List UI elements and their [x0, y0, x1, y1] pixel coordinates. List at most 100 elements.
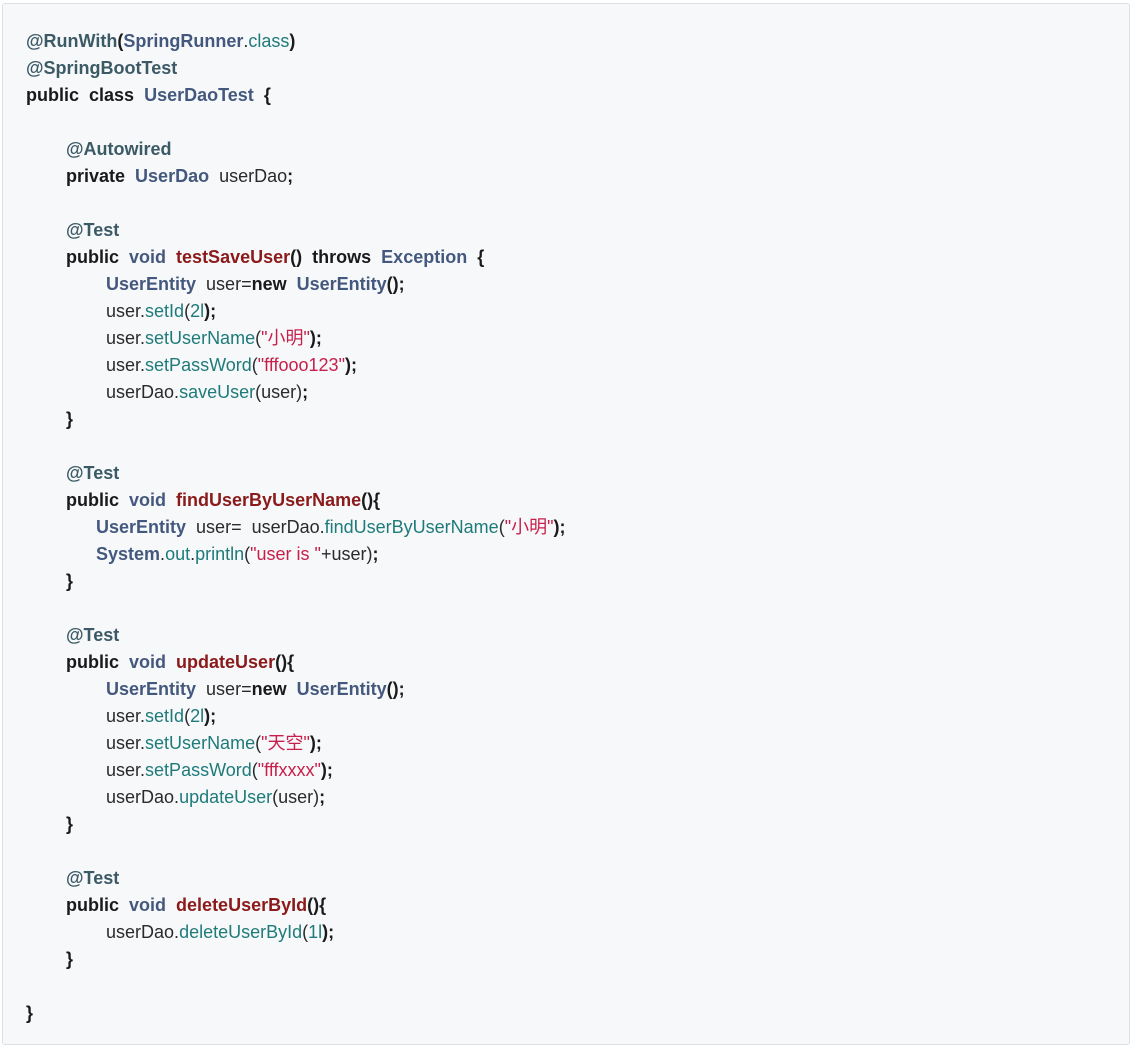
identifier: userDao: [106, 382, 175, 402]
method-call: setPassWord: [145, 355, 252, 375]
identifier: user: [106, 733, 141, 753]
code-line: System.out.println("user is "+user);: [96, 544, 379, 564]
code-line: @RunWith(SpringRunner.class): [26, 31, 296, 51]
method-call: setUserName: [145, 328, 256, 348]
method-call: println: [195, 544, 245, 564]
method-name: findUserByUserName: [176, 490, 362, 510]
identifier: userDao: [106, 787, 175, 807]
code-line: }: [66, 409, 74, 429]
keyword: public: [26, 85, 79, 105]
keyword: class: [89, 85, 135, 105]
code-line: [26, 433, 565, 460]
keyword: new: [251, 274, 287, 294]
identifier: userDao: [219, 166, 288, 186]
annotation: @Test: [66, 868, 120, 888]
code-line: @SpringBootTest: [26, 55, 565, 82]
keyword: public: [66, 490, 119, 510]
code-line: public void testSaveUser() throws Except…: [66, 247, 485, 267]
code-line: @Autowired: [26, 136, 565, 163]
string-literal: "fffxxxx": [257, 760, 321, 780]
code-line: public void findUserByUserName(){: [66, 490, 381, 510]
code-line: public void updateUser(){: [66, 652, 295, 672]
code-line: [26, 109, 565, 136]
annotation: @Autowired: [66, 139, 172, 159]
code-line: }: [66, 814, 74, 834]
type-name: UserEntity: [106, 679, 197, 699]
code-line: user.setId(2l);: [106, 706, 217, 726]
method-call: updateUser: [179, 787, 273, 807]
method-name: deleteUserById: [176, 895, 308, 915]
code-line: @Test: [26, 460, 565, 487]
type-name: UserEntity: [106, 274, 197, 294]
code-line: userDao.saveUser(user);: [106, 382, 309, 402]
code-line: UserEntity user=new UserEntity();: [106, 679, 405, 699]
code-line: [26, 595, 565, 622]
code-line: user.setUserName("小明");: [106, 328, 322, 348]
code-line: UserEntity user= userDao.findUserByUserN…: [96, 517, 566, 537]
code-line: user.setPassWord("fffooo123");: [106, 355, 357, 375]
code-line: private UserDao userDao;: [66, 166, 294, 186]
annotation: @RunWith: [26, 31, 118, 51]
annotation: @Test: [66, 625, 120, 645]
code-line: [26, 973, 565, 1000]
identifier: out: [165, 544, 191, 564]
keyword: void: [129, 490, 167, 510]
string-literal: "fffooo123": [257, 355, 345, 375]
code-line: public void deleteUserById(){: [66, 895, 327, 915]
keyword: public: [66, 247, 119, 267]
method-call: setPassWord: [145, 760, 252, 780]
identifier: user: [206, 274, 242, 294]
type-name: Exception: [381, 247, 468, 267]
number-literal: 1l: [308, 922, 323, 942]
identifier: userDao: [106, 922, 175, 942]
code-line: UserEntity user=new UserEntity();: [106, 274, 405, 294]
type-name: System: [96, 544, 161, 564]
code-line: }: [66, 949, 74, 969]
code-line: user.setPassWord("fffxxxx");: [106, 760, 333, 780]
number-literal: 2l: [190, 706, 205, 726]
identifier: user: [106, 355, 141, 375]
method-call: setId: [145, 301, 185, 321]
keyword: private: [66, 166, 126, 186]
code-line: [26, 838, 565, 865]
annotation: @Test: [66, 220, 120, 240]
identifier: user: [196, 517, 232, 537]
identifier: user: [278, 787, 314, 807]
type-name: UserEntity: [296, 274, 387, 294]
code-line: public class UserDaoTest {: [26, 85, 271, 105]
identifier: user: [106, 760, 141, 780]
keyword: new: [251, 679, 287, 699]
code-line: user.setId(2l);: [106, 301, 217, 321]
keyword: void: [129, 652, 167, 672]
annotation: @SpringBootTest: [26, 58, 178, 78]
code-line: @Test: [26, 865, 565, 892]
string-literal: "user is ": [250, 544, 321, 564]
code-line: [26, 190, 565, 217]
identifier: user: [206, 679, 242, 699]
number-literal: 2l: [190, 301, 205, 321]
string-literal: "天空": [261, 733, 310, 753]
identifier: user: [261, 382, 297, 402]
method-call: findUserByUserName: [324, 517, 499, 537]
type-name: UserEntity: [96, 517, 187, 537]
method-call: deleteUserById: [179, 922, 303, 942]
keyword: throws: [312, 247, 372, 267]
code-block: @RunWith(SpringRunner.class) @SpringBoot…: [2, 3, 1130, 1045]
keyword: void: [129, 247, 167, 267]
keyword: public: [66, 895, 119, 915]
identifier: user: [106, 706, 141, 726]
method-name: updateUser: [176, 652, 276, 672]
identifier: user: [106, 328, 141, 348]
keyword: void: [129, 895, 167, 915]
method-name: testSaveUser: [176, 247, 291, 267]
code-line: user.setUserName("天空");: [106, 733, 322, 753]
method-call: setUserName: [145, 733, 256, 753]
code-line: @Test: [26, 622, 565, 649]
code-line: }: [26, 1003, 34, 1023]
string-literal: "小明": [261, 328, 310, 348]
code-line: userDao.deleteUserById(1l);: [106, 922, 335, 942]
identifier: user: [106, 301, 141, 321]
keyword: public: [66, 652, 119, 672]
method-call: setId: [145, 706, 185, 726]
type-name: UserDaoTest: [144, 85, 254, 105]
